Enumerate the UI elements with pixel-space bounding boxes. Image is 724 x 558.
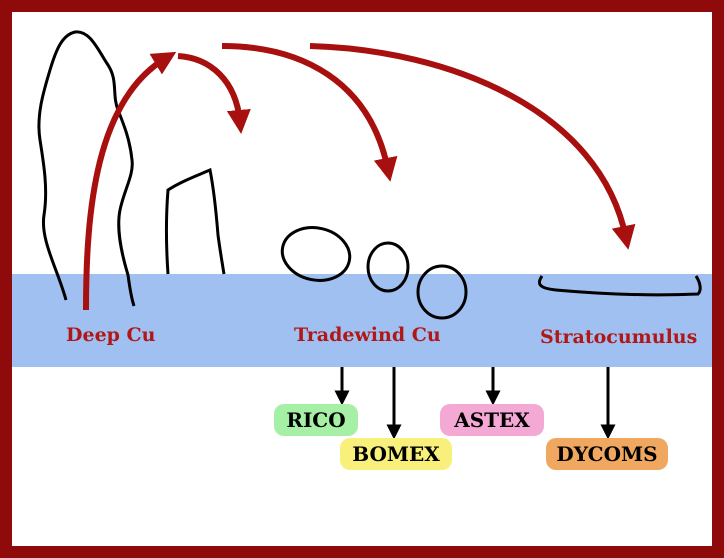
campaign-bomex: BOMEX: [340, 438, 452, 470]
campaign-rico: RICO: [274, 404, 358, 436]
campaign-dycoms: DYCOMS: [546, 438, 668, 470]
stratocumulus-label: Stratocumulus: [540, 326, 697, 348]
outflow-arrow-short: [178, 56, 240, 122]
outflow-arrow-tradewind: [222, 46, 388, 170]
tradewind-cloud-2: [368, 243, 408, 291]
campaign-astex: ASTEX: [440, 404, 544, 436]
deep-cu-label: Deep Cu: [66, 324, 156, 346]
tradewind-cloud-3: [418, 266, 466, 318]
cumulus-tower-outline: [167, 170, 225, 274]
tradewind-cloud-1: [277, 221, 354, 286]
outflow-arrow-stratocumulus: [310, 46, 626, 238]
tradewind-cu-label: Tradewind Cu: [294, 324, 441, 346]
stratocumulus-layer-outline: [539, 276, 700, 295]
